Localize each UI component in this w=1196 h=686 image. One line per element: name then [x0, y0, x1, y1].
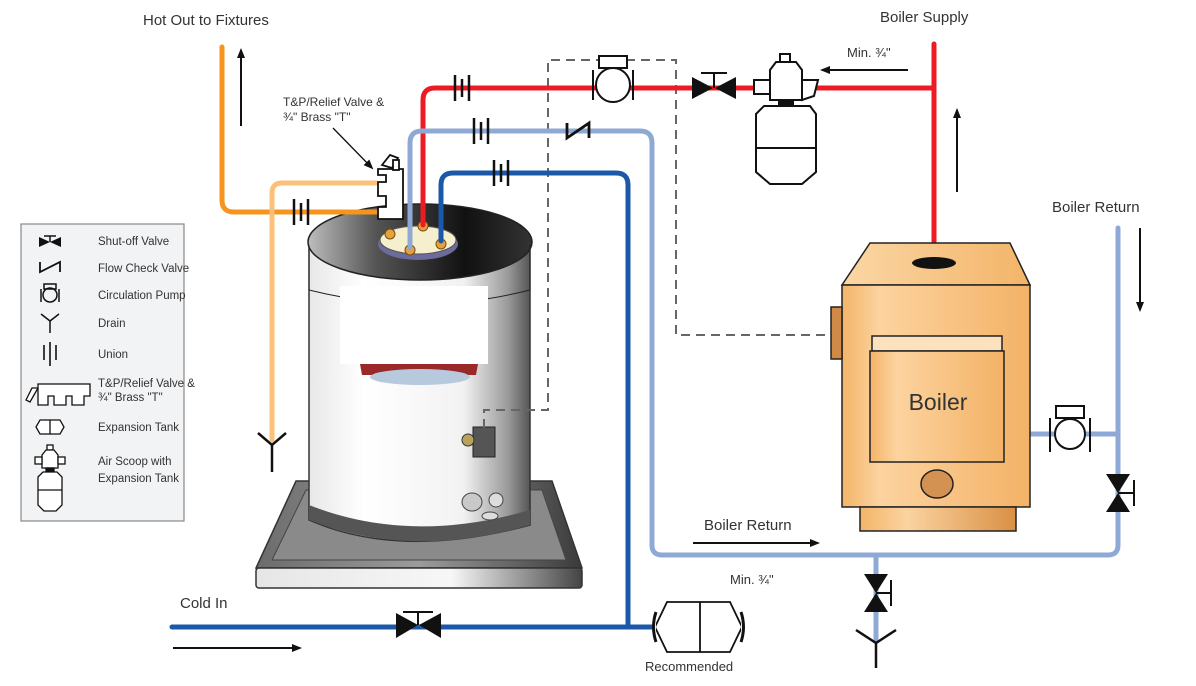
tp-relief-valve-icon [25, 383, 91, 406]
union-icon [472, 118, 490, 144]
boiler-supply-label: Boiler Supply [880, 9, 969, 26]
drain-icon [40, 313, 60, 333]
tp-discharge-pipe [269, 180, 379, 443]
unions [292, 75, 510, 225]
recommended-label: Recommended [645, 659, 733, 674]
legend-item-union: Union [43, 342, 128, 366]
legend-label: Expansion Tank [98, 422, 179, 434]
flow-arrows [173, 48, 1144, 652]
boiler-return-pipe [407, 128, 1121, 558]
cold-supply-pipe [438, 170, 631, 630]
legend-label: Shut-off Valve [98, 236, 169, 248]
tp-callout-line [332, 127, 374, 170]
boiler [830, 242, 1032, 532]
circulation-pump-icon [592, 55, 634, 103]
supply-min-size-label: Min. ¾" [847, 45, 891, 60]
pipes [169, 41, 1121, 643]
union-icon [492, 160, 510, 186]
legend: Shut-off Valve Flow Check Valve Circulat… [20, 223, 195, 522]
legend-item-air-scoop: Air Scoop with Expansion Tank [34, 444, 179, 512]
legend-item-drain: Drain [40, 313, 125, 333]
circulation-pump-icon [40, 283, 60, 303]
hot-out-label: Hot Out to Fixtures [143, 12, 269, 29]
legend-item-shutoff-valve: Shut-off Valve [39, 235, 169, 248]
legend-label: Drain [98, 318, 125, 330]
legend-item-expansion-tank: Expansion Tank [35, 419, 179, 435]
tp-valve-label-line2: ¾" Brass "T" [283, 110, 350, 124]
shutoff-valve-icon [396, 611, 441, 638]
drain-icon [855, 628, 897, 668]
union-icon [292, 199, 310, 225]
circulation-pump-icon [1049, 405, 1091, 452]
legend-label-line2: ¾" Brass "T" [98, 392, 163, 404]
indirect-water-heater [307, 203, 533, 543]
shutoff-valve-icon [692, 72, 736, 99]
air-scoop-icon [34, 444, 66, 512]
drain-icon [257, 432, 287, 472]
boiler-return-bottom-label: Boiler Return [704, 517, 792, 534]
legend-label: T&P/Relief Valve & [98, 378, 195, 390]
shutoff-valve-icon [864, 574, 892, 612]
return-min-size-label: Min. ¾" [730, 572, 774, 587]
legend-item-flow-check-valve: Flow Check Valve [39, 260, 189, 275]
shutoff-valve-icon [1106, 474, 1135, 512]
cold-in-label: Cold In [180, 595, 228, 612]
legend-label-line2: Expansion Tank [98, 473, 179, 485]
union-icon [43, 342, 57, 366]
legend-label: Flow Check Valve [98, 263, 189, 275]
legend-label: Air Scoop with [98, 456, 172, 468]
union-icon [453, 75, 471, 101]
boiler-return-top-label: Boiler Return [1052, 199, 1140, 216]
legend-item-circulation-pump: Circulation Pump [40, 283, 186, 303]
boiler-supply-pipe [420, 85, 937, 228]
shutoff-valve-icon [39, 235, 61, 247]
expansion-tank-icon [35, 419, 65, 435]
flow-check-valve-icon [565, 120, 591, 141]
air-scoop-icon [753, 53, 820, 185]
flow-check-valve-icon [39, 260, 61, 274]
boiler-label: Boiler [909, 389, 968, 415]
tp-valve-label-line1: T&P/Relief Valve & [283, 95, 384, 109]
expansion-tank-icon [652, 601, 745, 653]
legend-item-tp-relief-valve: T&P/Relief Valve & ¾" Brass "T" [25, 378, 195, 406]
legend-label: Union [98, 349, 128, 361]
tp-relief-valve [377, 153, 404, 220]
control-wiring [483, 59, 834, 428]
legend-label: Circulation Pump [98, 290, 186, 302]
hot-out-pipe [219, 44, 381, 215]
